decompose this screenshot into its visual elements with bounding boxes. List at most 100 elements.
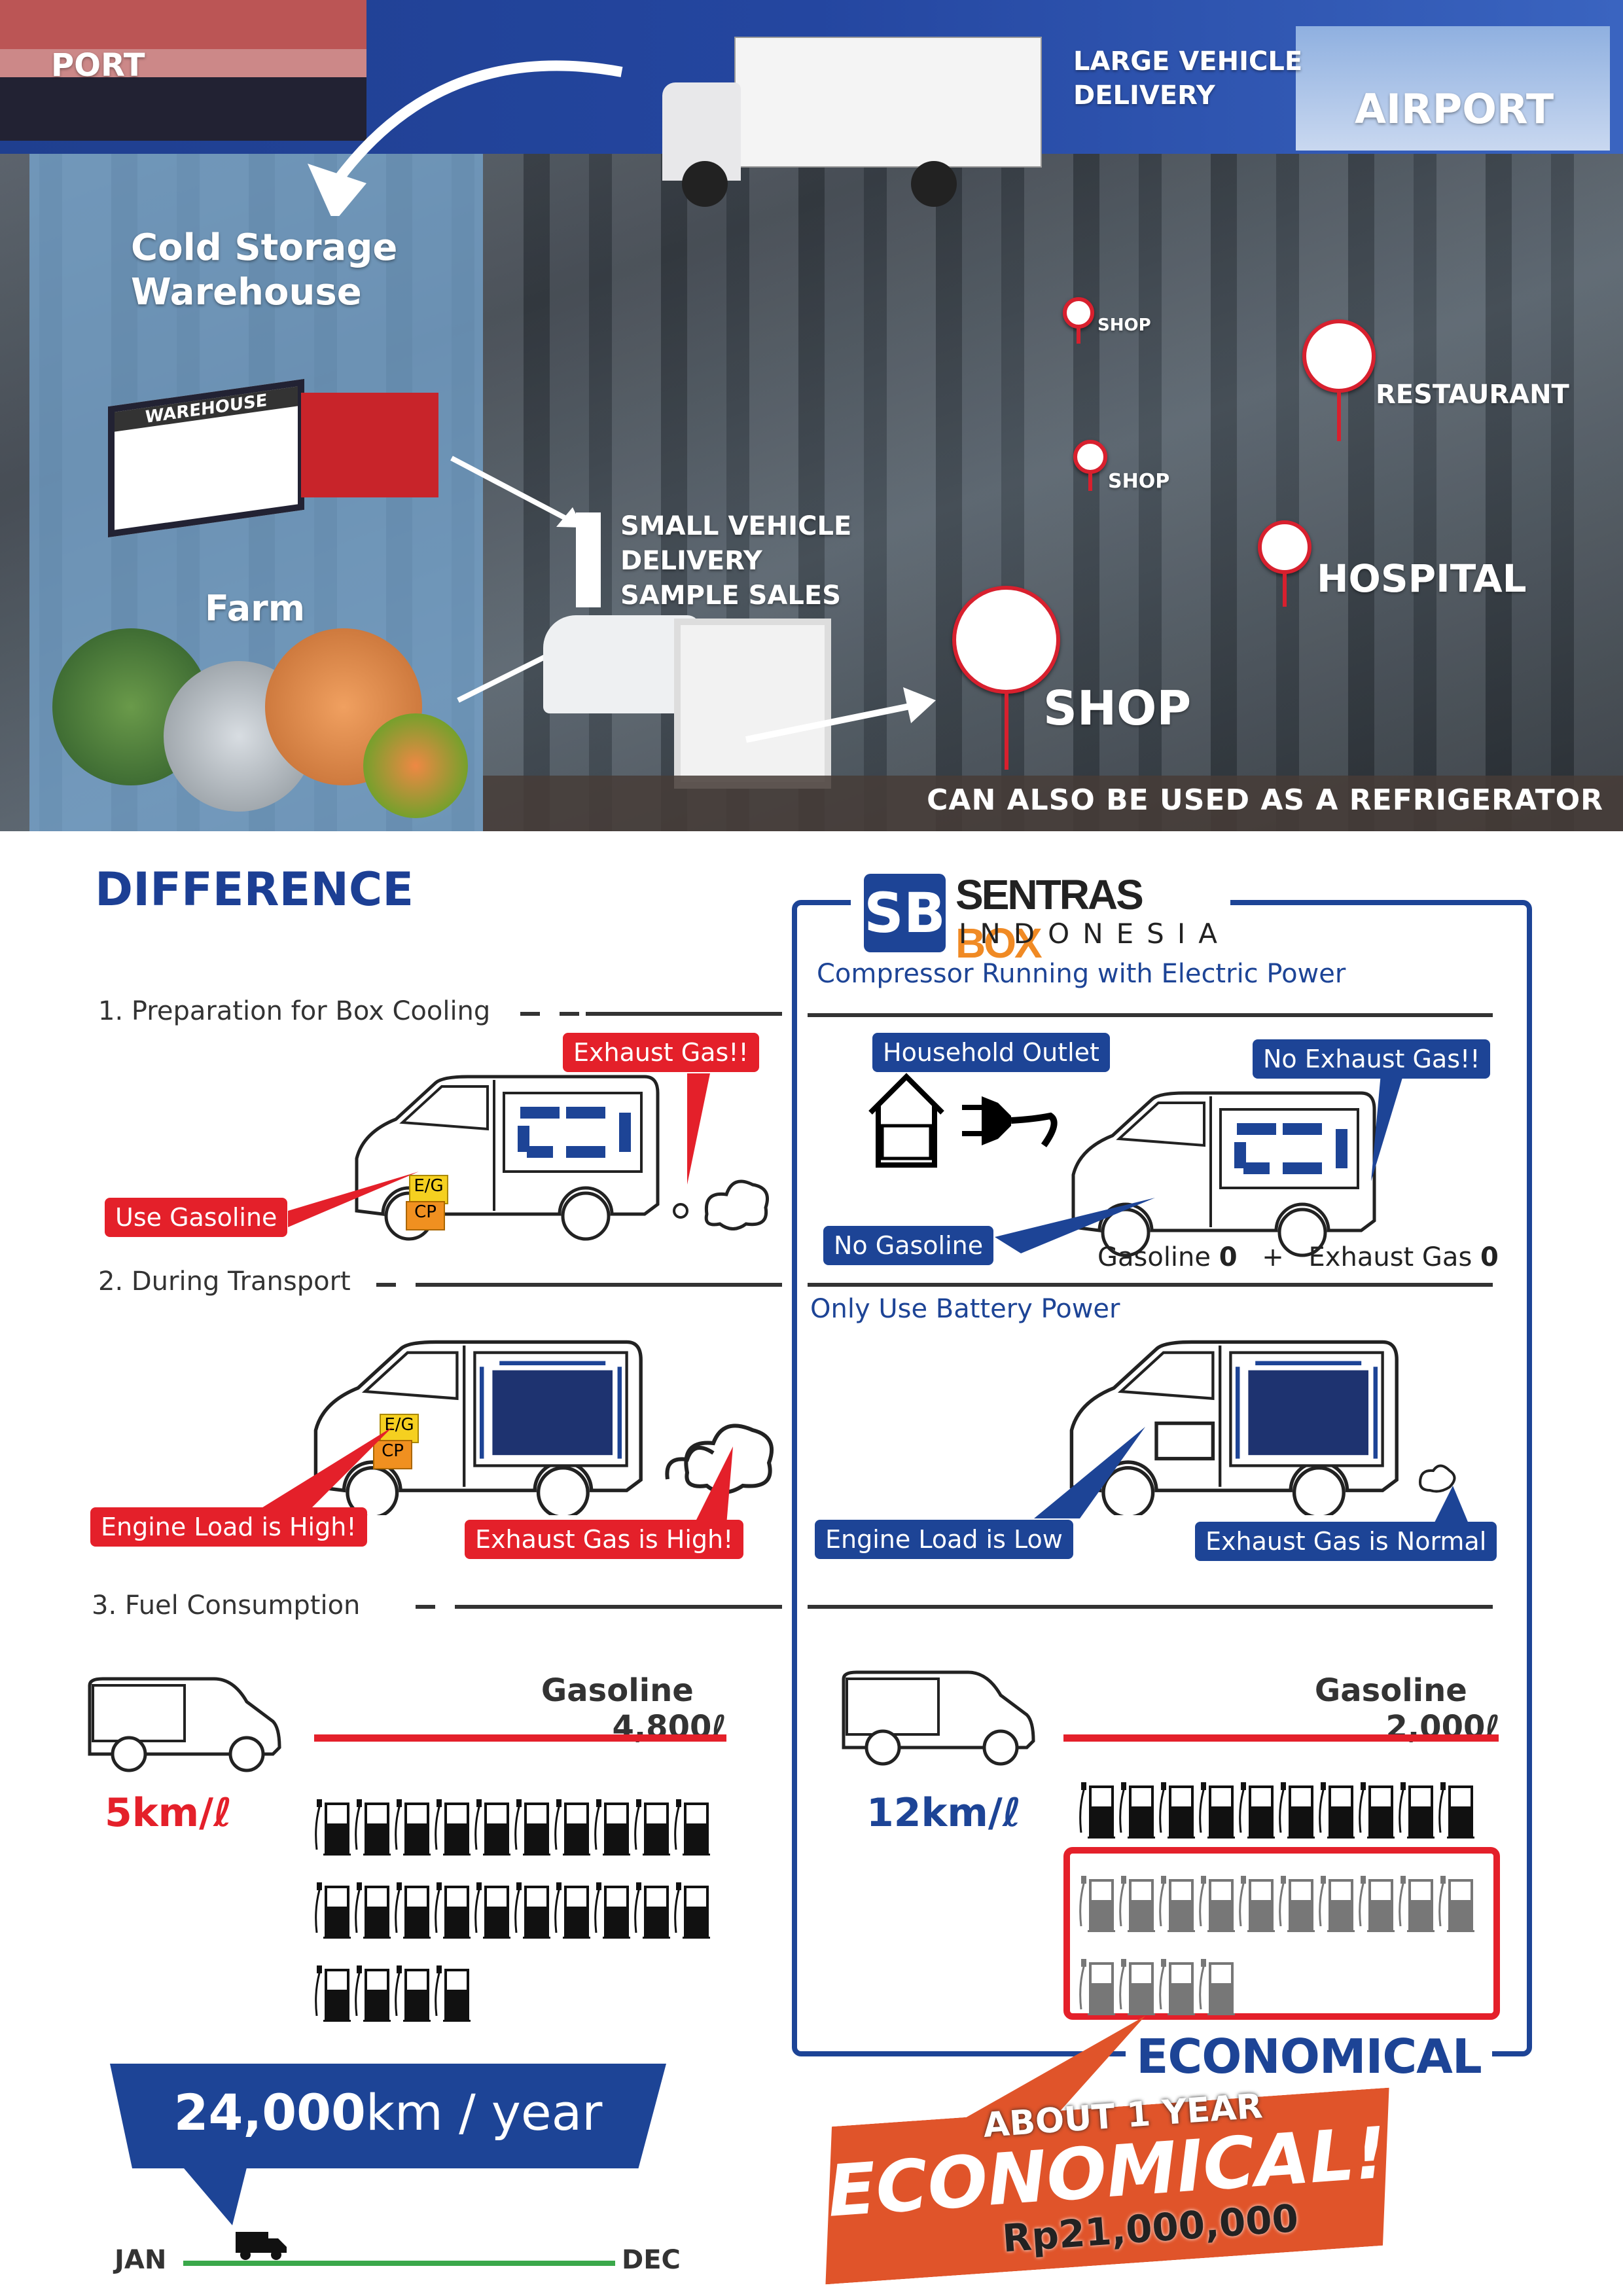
fuel-pump-icon [395, 1799, 431, 1856]
exhaust-high-callout: Exhaust Gas is High! [465, 1520, 744, 1559]
exhaust-normal-callout: Exhaust Gas is Normal [1195, 1522, 1497, 1561]
callout-pointer [995, 1198, 1155, 1253]
shop-pin-icon [1073, 440, 1107, 491]
large-truck-image [636, 37, 1048, 207]
logo: SB SENTRAS BOX INDONESIA [851, 870, 1230, 967]
efficiency-left: 5km/ℓ [105, 1790, 232, 1836]
logo-country: INDONESIA [959, 918, 1230, 950]
fuel-pump-icon [1239, 1876, 1275, 1932]
divider [376, 1283, 435, 1287]
fuel-pump-icon [1438, 1876, 1474, 1932]
fuel-pump-icon [315, 1965, 351, 2022]
timeline-bar [183, 2261, 615, 2266]
fuel-pump-icon [1159, 1782, 1195, 1839]
distance-unit: km / year [365, 2083, 603, 2142]
fuel-pump-icon [435, 1965, 471, 2022]
fuel-pump-icon [634, 1882, 670, 1939]
red-divider [314, 1734, 726, 1742]
callout-pointer [288, 1172, 419, 1227]
plug-icon [962, 1096, 1058, 1147]
sentras-van-transport-illustration [1047, 1338, 1407, 1515]
fuel-pump-icon [474, 1799, 510, 1856]
refrigerator-note: CAN ALSO BE USED AS A REFRIGERATOR [483, 776, 1623, 831]
fuel-pump-icon [594, 1882, 630, 1939]
fuel-pump-icon [1199, 1959, 1235, 2015]
divider [808, 1013, 1493, 1017]
fuel-pump-icon [634, 1799, 670, 1856]
fuel-pump-icon [1159, 1876, 1195, 1932]
callout-pointer [1433, 1486, 1469, 1525]
battery-label: Only Use Battery Power [810, 1294, 1120, 1324]
fuel-pump-icon [514, 1882, 550, 1939]
difference-title: DIFFERENCE [95, 863, 414, 916]
timeline-end: DEC [622, 2245, 681, 2275]
fuel-pump-icon [1279, 1876, 1315, 1932]
shop-pin-icon [1063, 297, 1094, 344]
small-vehicle-label: SMALL VEHICLE DELIVERY SAMPLE SALES [620, 511, 852, 611]
house-icon [868, 1073, 944, 1168]
fuel-pump-icon [554, 1882, 590, 1939]
fuel-pump-icon [355, 1882, 391, 1939]
fuel-pump-icon [1438, 1782, 1474, 1839]
fuel-pump-icon [315, 1882, 351, 1939]
exhaust-cloud-icon [1418, 1464, 1456, 1493]
engine-load-low-callout: Engine Load is Low [815, 1520, 1073, 1559]
divider [435, 1283, 782, 1287]
logo-name: SENTRAS [955, 871, 1144, 918]
fuel-pump-icon [554, 1799, 590, 1856]
timeline-start: JAN [115, 2245, 167, 2275]
sentras-van-cooling-illustration [1054, 1090, 1381, 1266]
fuel-pump-icon [1079, 1876, 1115, 1932]
compressor-label: Compressor Running with Electric Power [817, 959, 1346, 989]
red-divider [1063, 1734, 1499, 1742]
logo-box: BOX [955, 920, 1043, 967]
eg-badge: E/G [380, 1414, 419, 1443]
eg-badge: E/G [409, 1175, 448, 1204]
curved-arrow-icon [308, 60, 623, 216]
fuel-pump-icon [355, 1799, 391, 1856]
van-cooling-illustration [337, 1073, 664, 1250]
truck-icon [236, 2232, 287, 2260]
port-ship-image [0, 0, 366, 141]
hospital-label: HOSPITAL [1317, 556, 1527, 601]
fuel-pump-icon [1079, 1959, 1115, 2015]
distance-banner: 24,000km / year [110, 2064, 666, 2168]
fuel-pump-row [314, 1797, 733, 1856]
divider [416, 1605, 468, 1609]
fuel-pump-icon [395, 1882, 431, 1939]
van-side-icon [842, 1670, 1035, 1766]
divider [468, 1605, 782, 1609]
fuel-pump-icon [355, 1965, 391, 2022]
fuel-pump-icon [674, 1882, 710, 1939]
fuel-pump-icon [1239, 1782, 1275, 1839]
fuel-pump-row [1079, 1780, 1497, 1839]
port-label: PORT [51, 47, 145, 84]
callout-pointer [694, 1446, 733, 1525]
efficiency-right: 12km/ℓ [866, 1790, 1022, 1836]
fuel-pumps-used [1079, 1780, 1497, 1863]
fuel-pump-row [314, 1880, 733, 1939]
shop-label: SHOP [1043, 681, 1192, 736]
fuel-pump-icon [1359, 1876, 1395, 1932]
fuel-pump-row [314, 1964, 733, 2022]
divider [808, 1283, 1493, 1287]
farm-label: Farm [205, 588, 306, 629]
warehouse-image: WAREHOUSE [108, 378, 304, 538]
fuel-pump-icon [514, 1799, 550, 1856]
fuel-pump-icon [435, 1799, 471, 1856]
fuel-pump-icon [1159, 1959, 1195, 2015]
restaurant-label: RESTAURANT [1376, 380, 1569, 410]
use-gasoline-callout: Use Gasoline [105, 1198, 288, 1237]
large-vehicle-label: LARGE VEHICLE DELIVERY [1073, 46, 1303, 111]
airport-plane-image [1296, 26, 1610, 151]
fuel-pump-icon [674, 1799, 710, 1856]
no-exhaust-callout: No Exhaust Gas!! [1253, 1039, 1491, 1079]
fuel-pump-icon [1279, 1782, 1315, 1839]
cold-storage-label: Cold Storage Warehouse [131, 226, 398, 314]
distance-value: 24,000 [173, 2083, 366, 2142]
exhaust-cloud-icon [673, 1073, 769, 1230]
cp-badge: CP [406, 1201, 445, 1230]
banner-pointer [949, 2016, 1145, 2140]
fuel-pump-row [1079, 1957, 1497, 2016]
fuel-pump-icon [435, 1882, 471, 1939]
